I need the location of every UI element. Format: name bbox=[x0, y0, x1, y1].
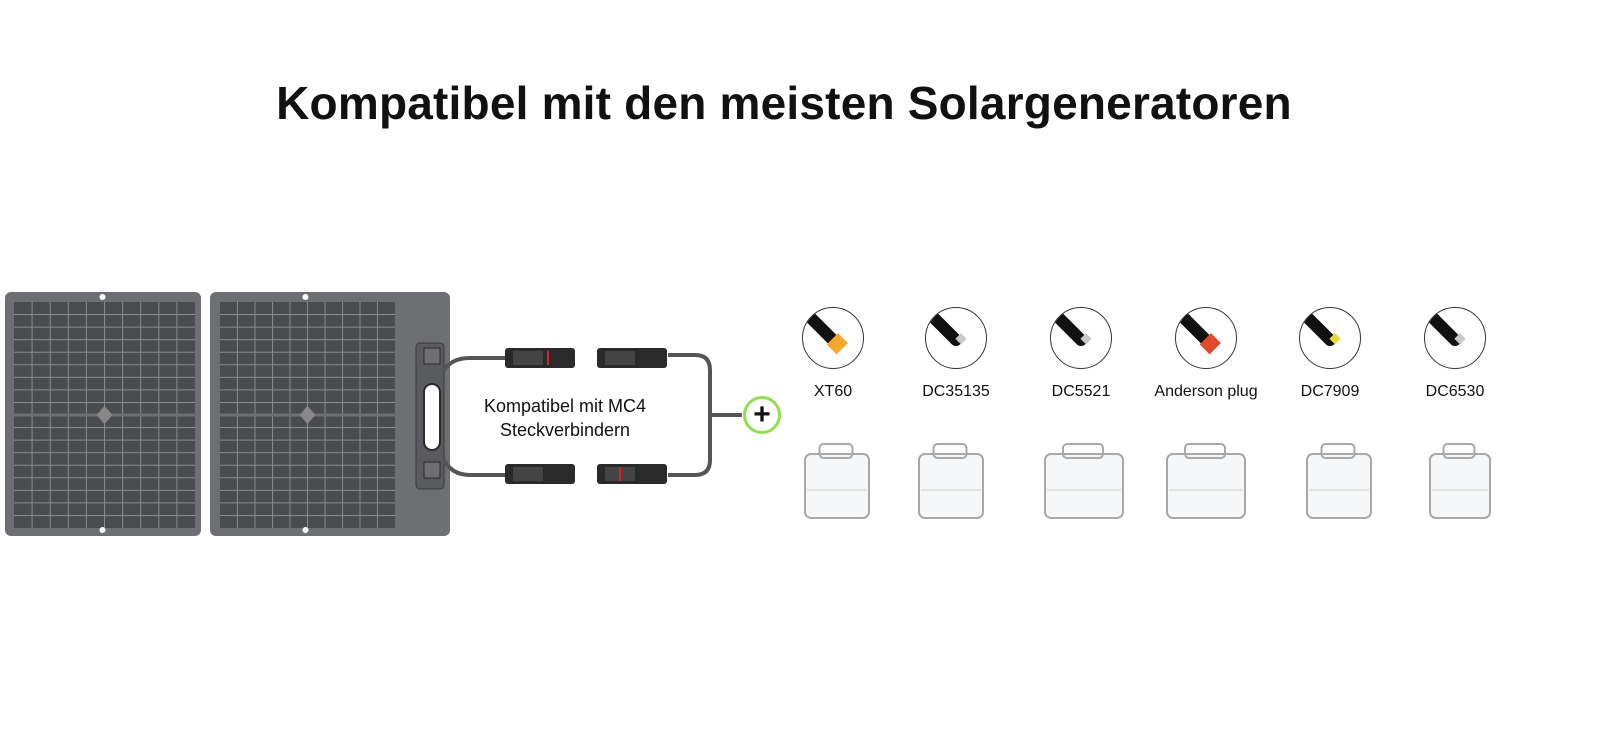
connector-item: DC35135 bbox=[894, 307, 1018, 401]
mc4-compatibility-label: Kompatibel mit MC4 Steckverbindern bbox=[470, 394, 660, 442]
junction-box-bottom bbox=[423, 461, 441, 479]
solar-cell-grid bbox=[14, 294, 195, 533]
connector-plug-icon bbox=[1424, 307, 1486, 369]
cable-top bbox=[442, 356, 505, 372]
connector-label: XT60 bbox=[813, 383, 853, 400]
solar-panel-illustration bbox=[5, 292, 742, 536]
power-station-icon bbox=[804, 443, 870, 519]
connector-label: DC7909 bbox=[1300, 383, 1360, 400]
mc4-connector bbox=[597, 464, 667, 484]
connector-label: DC6530 bbox=[1425, 383, 1485, 400]
plus-icon: + bbox=[743, 396, 781, 434]
grommet bbox=[99, 294, 106, 300]
connector-item: XT60 bbox=[771, 307, 895, 401]
grommet bbox=[99, 527, 106, 533]
mc4-label-line2: Steckverbindern bbox=[499, 420, 631, 440]
cable-right bbox=[668, 353, 742, 477]
junction-box-top bbox=[423, 347, 441, 365]
connector-plug-icon bbox=[925, 307, 987, 369]
grommet bbox=[302, 527, 309, 533]
connector-plug-icon bbox=[1299, 307, 1361, 369]
power-station-icon bbox=[1166, 443, 1246, 519]
connector-label: DC35135 bbox=[922, 383, 990, 400]
solar-cell-grid bbox=[220, 294, 395, 533]
mc4-connector bbox=[505, 464, 575, 484]
page-title: Kompatibel mit den meisten Solargenerato… bbox=[276, 77, 1292, 129]
connector-label: DC5521 bbox=[1051, 383, 1111, 400]
handle-slot bbox=[423, 383, 441, 451]
connector-item: DC6530 bbox=[1393, 307, 1517, 401]
connector-item: Anderson plug bbox=[1144, 307, 1268, 401]
connector-item: DC7909 bbox=[1268, 307, 1392, 401]
mc4-connector bbox=[505, 348, 575, 368]
power-station-icon bbox=[1429, 443, 1491, 519]
connector-plug-icon bbox=[1050, 307, 1112, 369]
power-station-icon bbox=[1306, 443, 1372, 519]
mc4-connector bbox=[597, 348, 667, 368]
grommet bbox=[302, 294, 309, 300]
connector-item: DC5521 bbox=[1019, 307, 1143, 401]
mc4-label-line1: Kompatibel mit MC4 bbox=[483, 396, 647, 416]
connector-plug-icon bbox=[1175, 307, 1237, 369]
cable-bottom bbox=[442, 458, 505, 477]
mc4-connectors bbox=[505, 348, 667, 484]
connector-plug-icon bbox=[802, 307, 864, 369]
power-station-icon bbox=[1044, 443, 1124, 519]
connector-label: Anderson plug bbox=[1154, 383, 1258, 400]
power-station-icon bbox=[918, 443, 984, 519]
